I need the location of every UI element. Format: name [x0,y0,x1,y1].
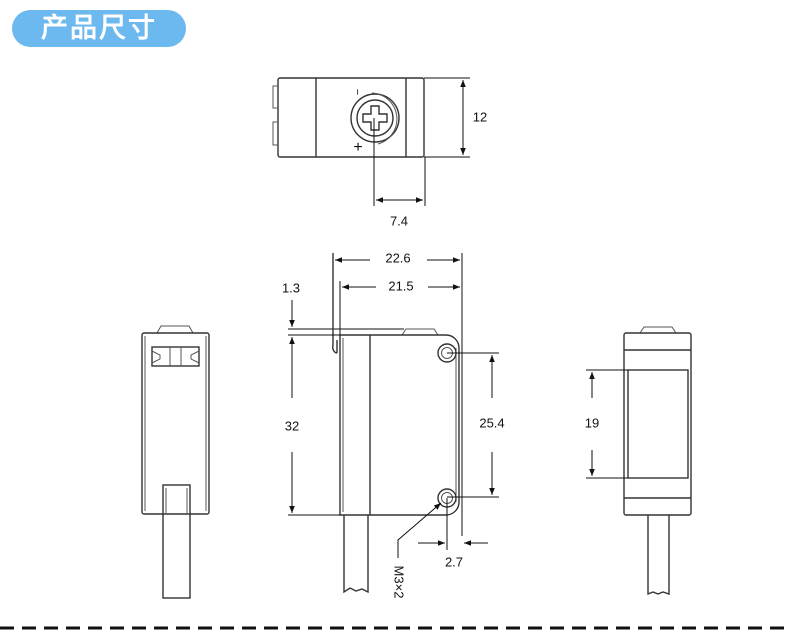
front-view: 22.6 21.5 1.3 32 25.4 2.7 M3×2 [282,250,505,598]
dim-12: 12 [473,109,487,124]
hole-spec-label: M3×2 [392,566,407,599]
adjustment-screw-icon [350,92,400,145]
dim-19: 19 [585,415,599,430]
plus-mark: + [353,139,362,156]
dim-25-4: 25.4 [479,415,504,430]
dim-1-3: 1.3 [282,280,300,295]
dim-22-6: 22.6 [385,250,410,265]
left-side-view [141,325,210,599]
dim-21-5: 21.5 [388,278,413,293]
minus-mark: − [351,89,363,95]
right-side-view: 19 [585,326,692,596]
dim-32: 32 [285,418,299,433]
section-title-badge: 产品尺寸 [12,10,186,47]
dim-2-7: 2.7 [445,554,463,569]
top-view: − + 12 7.4 [272,77,487,228]
dim-7-4: 7.4 [390,213,408,228]
